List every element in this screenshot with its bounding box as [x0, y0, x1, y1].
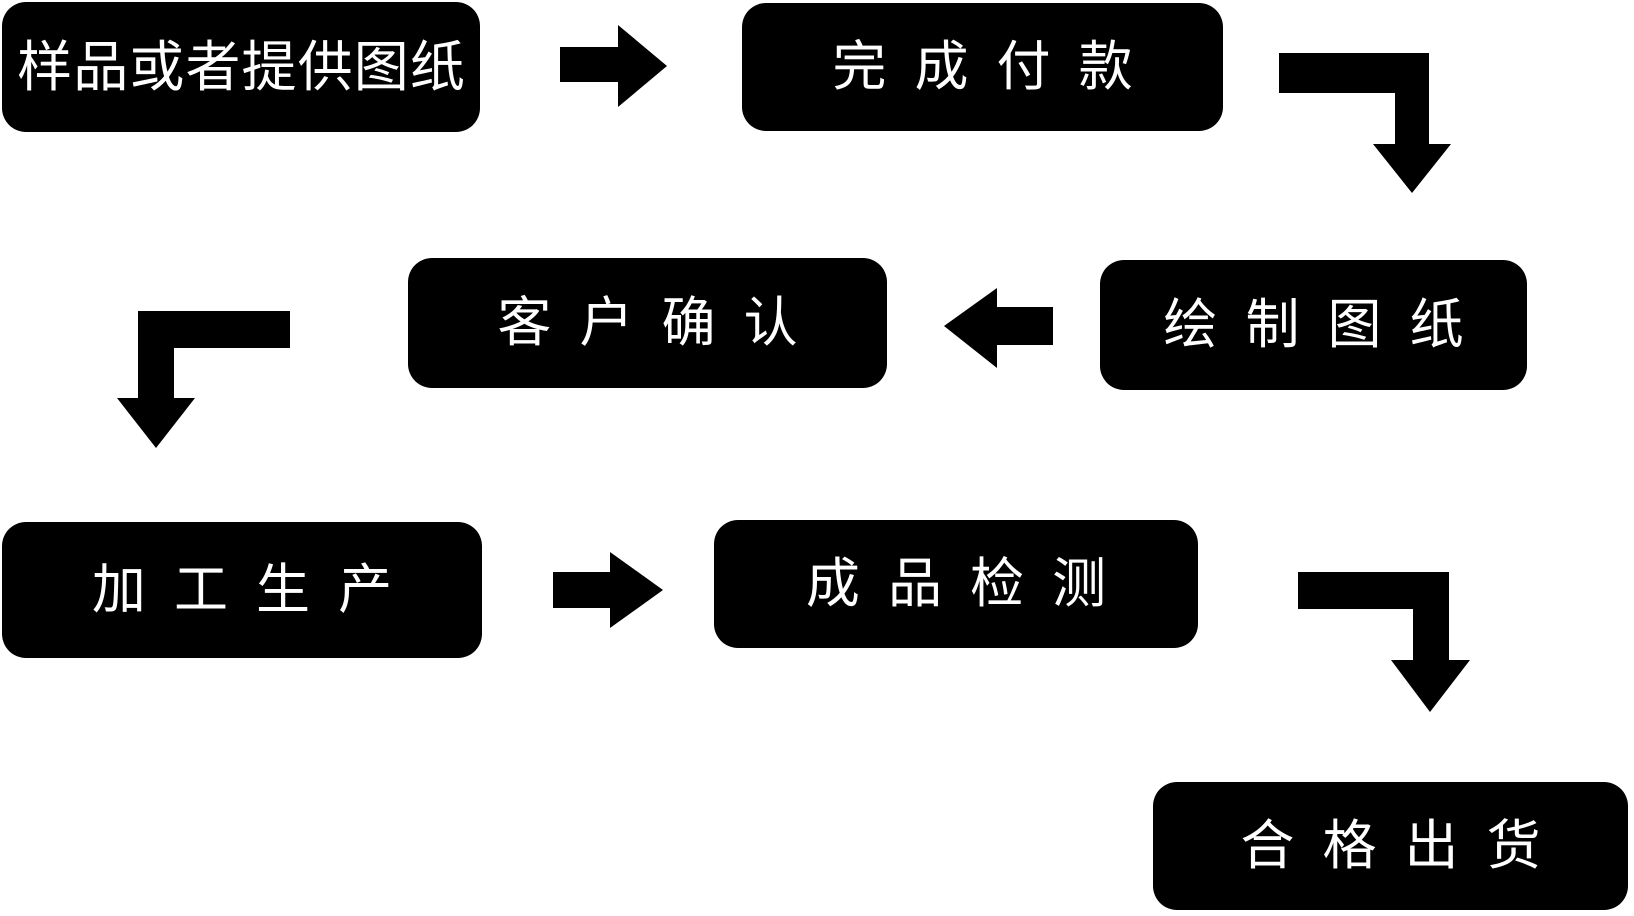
node-label: 客户确认 — [497, 293, 826, 353]
node-label: 绘制图纸 — [1163, 295, 1492, 355]
node-label: 样品或者提供图纸 — [17, 35, 466, 98]
node-label: 成品检测 — [805, 554, 1135, 614]
arrow-inspection-to-shipment-icon — [1298, 572, 1470, 712]
node-complete-payment: 完成付款 — [742, 3, 1223, 131]
node-customer-confirmation: 客户确认 — [408, 258, 887, 388]
node-finished-product-inspection: 成品检测 — [714, 520, 1198, 648]
arrow-draw-to-confirm-icon — [944, 288, 1053, 368]
arrow-payment-to-draw-icon — [1279, 53, 1451, 193]
node-sample-or-drawings: 样品或者提供图纸 — [2, 2, 480, 132]
node-label: 加工生产 — [91, 560, 421, 620]
node-label: 合格出货 — [1240, 816, 1569, 876]
arrow-production-to-inspection-icon — [553, 552, 663, 628]
node-processing-production: 加工生产 — [2, 522, 482, 658]
arrow-confirm-to-production-icon — [117, 311, 290, 448]
node-qualified-shipment: 合格出货 — [1153, 782, 1628, 910]
node-label: 完成付款 — [832, 37, 1161, 97]
arrow-sample-to-payment-icon — [560, 25, 667, 107]
node-draw-drawings: 绘制图纸 — [1100, 260, 1527, 390]
